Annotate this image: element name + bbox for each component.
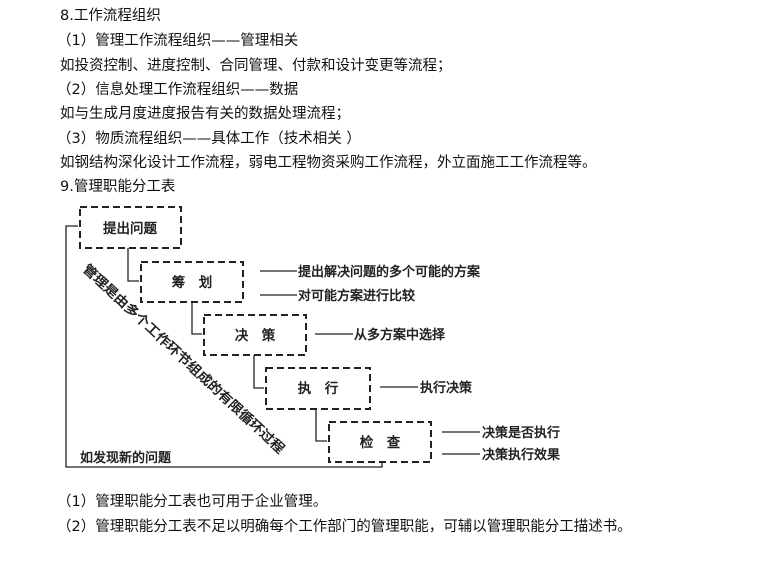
section-8-heading: 8.工作流程组织 — [60, 8, 161, 24]
step-box-problem — [79, 206, 182, 249]
note-line: （1）管理职能分工表也可用于企业管理。 — [57, 494, 328, 510]
step-execute: 执 行 — [298, 380, 339, 397]
step-box-decide — [203, 314, 307, 356]
step-box-execute — [265, 367, 371, 410]
connector-arrow — [315, 409, 327, 442]
annotation: 从多方案中选择 — [354, 327, 446, 343]
connector-arrow — [253, 355, 264, 389]
step-box-check — [328, 421, 432, 463]
annotation: 决策执行效果 — [482, 447, 560, 463]
loop-label: 如发现新的问题 — [80, 450, 172, 466]
feedback-loop-line — [65, 225, 383, 468]
note-line: （2）管理职能分工表不足以明确每个工作部门的管理职能，可辅以管理职能分工描述书。 — [57, 519, 632, 535]
text-line: （1）管理工作流程组织——管理相关 — [57, 33, 299, 49]
text-line: （2）信息处理工作流程组织——数据 — [57, 82, 299, 98]
step-check: 检 查 — [360, 434, 401, 451]
step-plan: 筹 划 — [172, 274, 213, 291]
text-line: 如与生成月度进度报告有关的数据处理流程； — [60, 106, 350, 122]
connector-arrow — [127, 248, 139, 282]
step-decide: 决 策 — [235, 327, 276, 344]
text-line: 如投资控制、进度控制、合同管理、付款和设计变更等流程； — [60, 58, 452, 74]
annotation: 提出解决问题的多个可能的方案 — [298, 264, 481, 280]
section-9-heading: 9.管理职能分工表 — [60, 179, 176, 195]
annotation: 执行决策 — [420, 380, 473, 396]
annotation: 对可能方案进行比较 — [298, 288, 415, 304]
step-problem: 提出问题 — [103, 220, 157, 237]
annotation: 决策是否执行 — [482, 425, 560, 441]
text-line: （3）物质流程组织——具体工作（技术相关 ） — [57, 131, 361, 147]
text-line: 如钢结构深化设计工作流程，弱电工程物资采购工作流程，外立面施工工作流程等。 — [60, 155, 597, 171]
connector-arrow — [191, 302, 202, 335]
